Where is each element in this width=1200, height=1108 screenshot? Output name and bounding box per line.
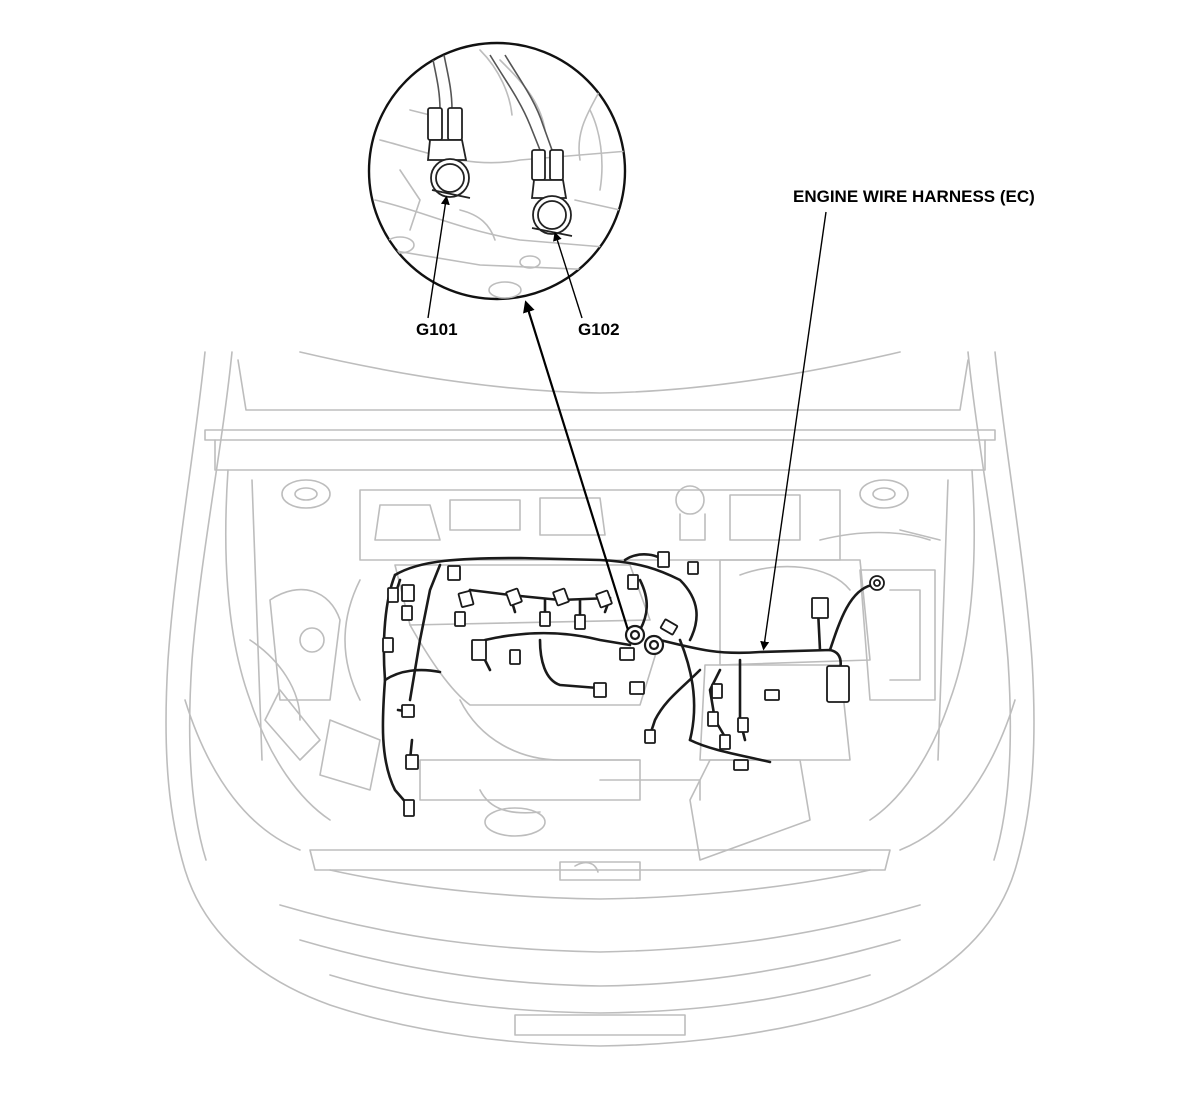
g102-terminal (530, 149, 573, 237)
engine-wire-harness-label: ENGINE WIRE HARNESS (EC) (793, 187, 1035, 206)
g101-label: G101 (416, 320, 458, 339)
harness-connectors (382, 551, 885, 817)
car-body-outline (165, 351, 1035, 1047)
g102-label: G102 (578, 320, 620, 339)
leader-lines (427, 195, 827, 651)
g101-terminal (427, 107, 471, 199)
ground-points-engine (624, 624, 665, 656)
engine-wire-harness (381, 553, 874, 807)
detail-inset (367, 41, 627, 301)
